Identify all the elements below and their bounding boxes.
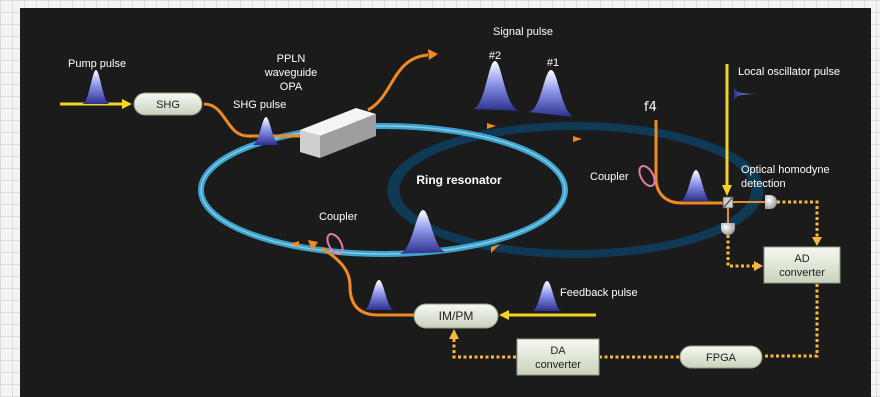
fpga-box [679, 345, 763, 369]
shg-box [133, 92, 203, 116]
ring-waveguide-highlight [200, 125, 566, 255]
ring-resonator-diagram: SHG IM/PM FPGA AD converter DA converter… [20, 8, 871, 397]
photodetector-bottom [721, 223, 735, 235]
coupler-left-loop [326, 233, 344, 255]
feedback-arrow [499, 310, 509, 320]
pump-pulse-label: Pump pulse [68, 58, 126, 70]
coupler-right-loop [638, 165, 656, 187]
impm-box [413, 303, 499, 329]
ring-resonator [387, 122, 764, 258]
ring-pulse-icon [398, 210, 448, 254]
local-oscillator-arrow [722, 185, 732, 196]
signal-pulse-1-icon [528, 70, 574, 117]
ring-resonator-label: Ring resonator [416, 173, 502, 187]
ppln-label-line2: waveguide [264, 67, 318, 79]
shg-pulse-label: SHG pulse [233, 99, 286, 111]
ppln-waveguide-block [300, 108, 376, 158]
f4-label: f4 [644, 100, 657, 115]
ad-converter-label-line2: converter [779, 267, 825, 279]
shg-box-label: SHG [156, 99, 180, 111]
coupler-right-label: Coupler [590, 171, 629, 183]
fiber-to-homodyne [654, 120, 724, 205]
da-converter-label-line2: converter [535, 359, 581, 371]
homodyne-label-line1: Optical homodyne [741, 164, 830, 176]
local-oscillator-label: Local oscillator pulse [738, 66, 840, 78]
fiber-opa-output [367, 53, 429, 112]
fpga-box-label: FPGA [706, 352, 737, 364]
ad-converter-label-line1: AD [794, 253, 809, 265]
photodetector-right [765, 195, 777, 209]
feedback-pulse-label: Feedback pulse [560, 287, 638, 299]
ring-waveguide [198, 123, 568, 257]
pump-pulse-icon [82, 70, 110, 104]
impm-output-pulse-icon [364, 280, 394, 310]
homodyne-input-pulse-icon [680, 170, 711, 201]
signal-pulse-label: Signal pulse [493, 26, 553, 38]
da-to-impm-path [452, 338, 516, 359]
pump-arrow [122, 99, 132, 109]
signal-pulse-1-label: #1 [547, 57, 559, 69]
ppln-label-line3: OPA [280, 81, 303, 93]
feedback-pulse-icon [532, 281, 562, 311]
detector-bottom-to-ad-path [726, 235, 755, 268]
ad-to-fpga-path [763, 284, 819, 358]
detector-to-ad-path [777, 200, 819, 238]
ad-converter-box [763, 246, 841, 284]
ring-direction-arrow [487, 123, 496, 129]
ring-direction-arrow [573, 136, 582, 142]
fiber-output-arrow [428, 49, 438, 60]
fiber-impm-to-coupler [321, 246, 414, 317]
da-converter-label-line1: DA [550, 345, 566, 357]
local-oscillator-pulse-icon [734, 85, 763, 103]
ring-direction-arrow [491, 244, 500, 253]
impm-box-label: IM/PM [439, 309, 474, 323]
da-converter-box [516, 338, 600, 376]
fiber-shg-to-ppln [203, 102, 302, 138]
fiber-coupler-arrow [308, 240, 318, 251]
signal-pulse-2-label: #2 [489, 50, 501, 62]
signal-pulse-2-icon [472, 61, 520, 111]
coupler-left-label: Coupler [319, 211, 358, 223]
shg-pulse-icon [252, 117, 280, 145]
ring-direction-arrow [290, 241, 299, 247]
homodyne-label-line2: detection [741, 178, 786, 190]
ppln-label-line1: PPLN [277, 53, 306, 65]
